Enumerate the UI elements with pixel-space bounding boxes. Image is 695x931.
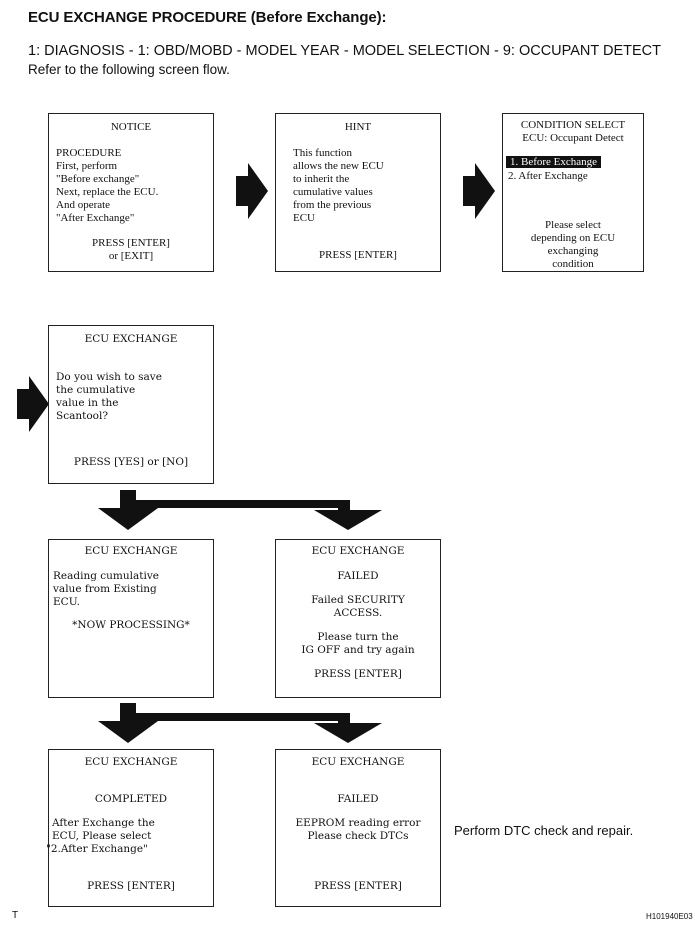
screen-line: This function [293,147,352,159]
press-yes-no-prompt: PRESS [YES] or [NO] [73,456,189,468]
right-arrow-icon [17,376,49,432]
screen-line: After Exchange the [52,817,155,829]
option-before-exchange[interactable]: 1. Before Exchange [506,156,602,169]
screen-line: First, perform [56,160,118,172]
screen-line: value from Existing [53,583,157,595]
figure-id: H101940E03 [646,912,693,921]
screen-line: cumulative values [293,186,373,198]
screen-header: NOTICE [110,121,152,133]
screen-footer-line: condition [552,258,594,270]
screen-subheader: ECU: Occupant Detect [522,132,624,144]
dtc-note: Perform DTC check and repair. [454,823,634,838]
screen-header: HINT [344,121,372,133]
press-enter-prompt: PRESS [ENTER] [314,668,402,680]
right-arrow-icon [236,163,268,219]
press-enter-prompt: PRESS [ENTER] [314,880,402,892]
failed-eeprom-screen: ECU EXCHANGE FAILED EEPROM reading error… [275,749,441,907]
screen-line: IG OFF and try again [301,644,415,656]
screen-line: Failed SECURITY [311,594,405,606]
failed-security-screen: ECU EXCHANGE FAILED Failed SECURITY ACCE… [275,539,441,698]
page-mark: T [12,910,19,921]
screen-line: EEPROM reading error [295,817,421,829]
split-arrow-icon [98,490,382,530]
processing-status: *NOW PROCESSING* [72,619,190,631]
screen-line: PROCEDURE [56,147,122,159]
press-exit-prompt: or [EXIT] [108,250,154,262]
save-value-screen: ECU EXCHANGE Do you wish to save the cum… [48,325,214,484]
condition-select-screen: CONDITION SELECT ECU: Occupant Detect 1.… [502,113,644,272]
screen-line: ECU. [53,596,80,608]
screen-footer-line: depending on ECU [530,232,616,244]
screen-footer-line: Please select [545,219,601,231]
screen-footer-line: exchanging [547,245,599,257]
split-arrow-icon [98,703,382,743]
instruction-text: Refer to the following screen flow. [28,62,230,77]
screen-header: ECU EXCHANGE [311,756,405,768]
screen-header: CONDITION SELECT [520,119,626,131]
screen-line: Next, replace the ECU. [56,186,159,198]
screen-line: ECU, Please select [52,830,152,842]
screen-header: ECU EXCHANGE [84,545,178,557]
screen-line: the cumulative [56,384,136,396]
press-enter-prompt: PRESS [ENTER] [319,249,397,261]
screen-line: Please check DTCs [307,830,409,842]
completed-status: COMPLETED [94,793,168,805]
failed-status: FAILED [337,570,379,582]
option-after-exchange[interactable]: 2. After Exchange [508,170,588,182]
press-enter-prompt: PRESS [ENTER] [92,237,170,249]
menu-path: 1: DIAGNOSIS - 1: OBD/MOBD - MODEL YEAR … [28,43,662,59]
press-enter-prompt: PRESS [ENTER] [87,880,175,892]
page-title: ECU EXCHANGE PROCEDURE (Before Exchange)… [28,9,387,26]
screen-header: ECU EXCHANGE [84,756,178,768]
screen-line: to inherit the [293,173,350,185]
notice-screen: NOTICE PROCEDURE First, perform "Before … [48,113,214,272]
screen-line: allows the new ECU [293,160,384,172]
reading-screen: ECU EXCHANGE Reading cumulative value fr… [48,539,214,698]
screen-line: Do you wish to save [56,371,162,383]
screen-line: Please turn the [317,631,399,643]
option-label: 1. Before Exchange [506,156,602,168]
screen-line: "Before exchange" [56,173,140,185]
screen-header: ECU EXCHANGE [84,333,178,345]
screen-line: "2.After Exchange" [46,843,148,855]
screen-header: ECU EXCHANGE [311,545,405,557]
screen-line: And operate [56,199,111,211]
failed-status: FAILED [337,793,379,805]
screen-line: ECU [293,212,315,224]
screen-line: Reading cumulative [53,570,159,582]
hint-screen: HINT This function allows the new ECU to… [275,113,441,272]
screen-line: ACCESS. [333,607,383,619]
screen-line: from the previous [293,199,372,211]
screen-line: value in the [56,397,119,409]
completed-screen: ECU EXCHANGE COMPLETED After Exchange th… [46,749,214,907]
screen-line: Scantool? [56,410,108,422]
screen-line: "After Exchange" [56,212,135,224]
right-arrow-icon [463,163,495,219]
